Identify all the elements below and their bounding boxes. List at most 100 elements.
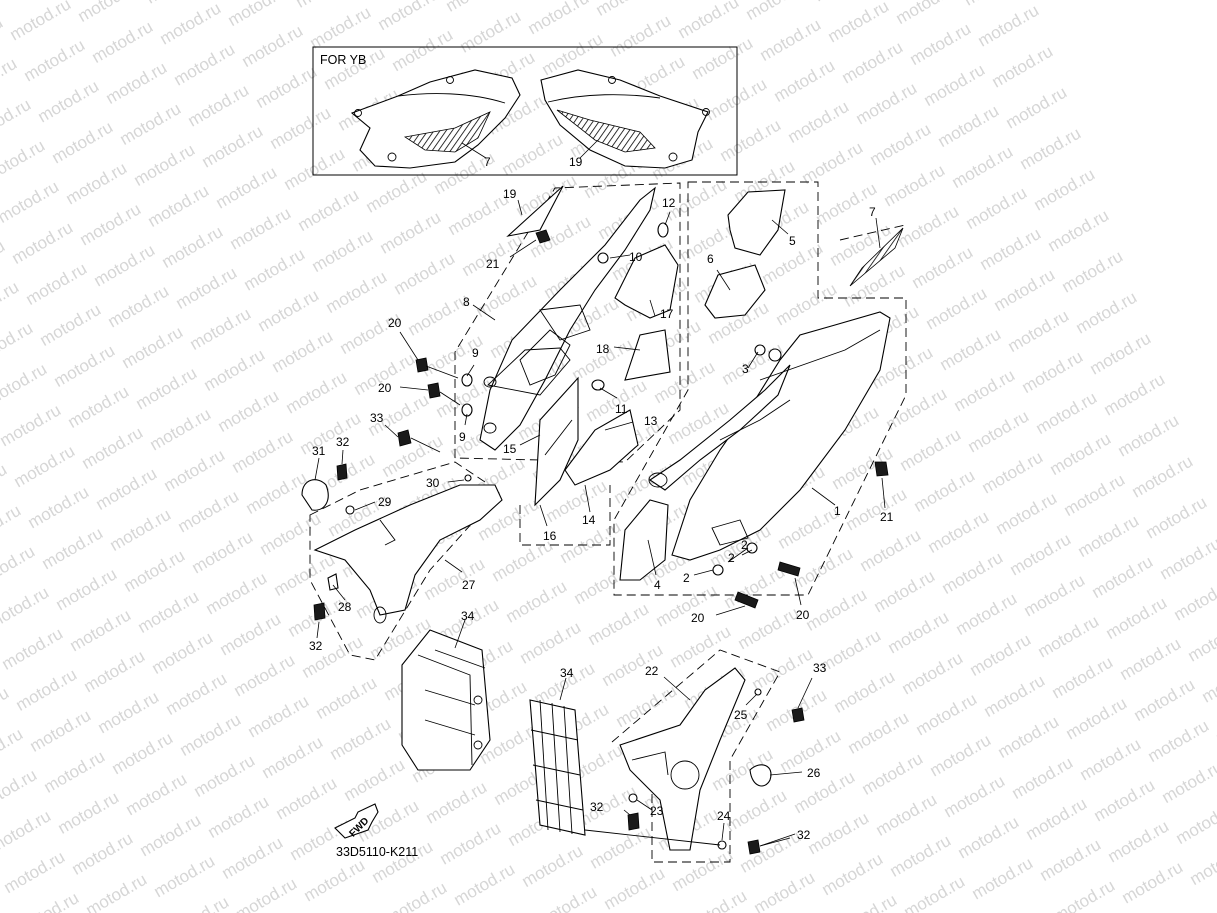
bolt-20b	[427, 382, 441, 399]
watermark-text: motod.ru	[149, 628, 217, 678]
watermark-text: motod.ru	[297, 409, 365, 459]
watermark-text: motod.ru	[161, 445, 229, 495]
watermark-text: motod.ru	[0, 683, 12, 733]
watermark-text: motod.ru	[0, 13, 6, 63]
watermark-text: motod.ru	[323, 267, 391, 317]
watermark-text: motod.ru	[785, 97, 853, 147]
watermark-text: motod.ru	[191, 751, 259, 801]
watermark-text: motod.ru	[443, 0, 511, 16]
watermark-text: motod.ru	[89, 17, 157, 67]
watermark-text: motod.ru	[749, 644, 817, 694]
side-cover-15	[534, 376, 579, 507]
watermark-text: motod.ru	[259, 732, 327, 782]
watermark-text: motod.ru	[0, 318, 36, 368]
watermark-text: motod.ru	[895, 202, 963, 252]
watermark-text: motod.ru	[1051, 876, 1119, 913]
watermark-text: motod.ru	[979, 448, 1047, 498]
watermark-text: motod.ru	[25, 482, 93, 532]
side-cover-13	[564, 409, 639, 486]
callout-21a: 21	[486, 257, 500, 271]
watermark-text: motod.ru	[867, 120, 935, 170]
watermark-text: motod.ru	[321, 44, 389, 94]
watermark-text: motod.ru	[63, 158, 131, 208]
callout-27: 27	[462, 578, 476, 592]
watermark-text: motod.ru	[845, 708, 913, 758]
watermark-text: motod.ru	[283, 368, 351, 418]
watermark-text: motod.ru	[989, 42, 1057, 92]
watermark-text: motod.ru	[23, 259, 91, 309]
watermark-text: motod.ru	[775, 503, 843, 553]
watermark-text: motod.ru	[0, 765, 40, 815]
watermark-text: motod.ru	[0, 136, 48, 186]
watermark-text: motod.ru	[95, 687, 163, 737]
watermark-text: motod.ru	[15, 888, 83, 913]
inset-callout-7: 7	[484, 155, 491, 169]
watermark-text: motod.ru	[803, 585, 871, 635]
watermark-text: motod.ru	[27, 706, 95, 756]
watermark-text: motod.ru	[993, 489, 1061, 539]
watermark-text: motod.ru	[1061, 470, 1129, 520]
watermark-text: motod.ru	[281, 144, 349, 194]
watermark-text: motod.ru	[723, 786, 791, 836]
watermark-text: motod.ru	[937, 325, 1005, 375]
watermark-text: motod.ru	[817, 626, 885, 676]
watermark-text: motod.ru	[1049, 653, 1117, 703]
watermark-text: motod.ru	[217, 609, 285, 659]
watermark-text: motod.ru	[1119, 858, 1187, 908]
callout-2c: 2	[683, 571, 690, 585]
callout-32b: 32	[309, 639, 323, 653]
callout-6: 6	[707, 252, 714, 266]
watermark-text: motod.ru	[309, 226, 377, 276]
watermark-text: motod.ru	[967, 630, 1035, 680]
watermark-text: motod.ru	[773, 279, 841, 329]
emblem-26	[749, 764, 772, 787]
callout-31: 31	[312, 444, 326, 458]
watermark-text: motod.ru	[965, 407, 1033, 457]
watermark-text: motod.ru	[925, 507, 993, 557]
watermark-text: motod.ru	[975, 1, 1043, 51]
watermark-text: motod.ru	[613, 681, 681, 731]
watermark-text: motod.ru	[1091, 776, 1159, 826]
watermark-text: motod.ru	[375, 0, 443, 34]
watermark-text: motod.ru	[489, 536, 557, 586]
watermark-text: motod.ru	[1003, 83, 1071, 133]
callout-15: 15	[503, 442, 517, 456]
watermark-text: motod.ru	[93, 464, 161, 514]
watermark-text: motod.ru	[897, 425, 965, 475]
watermark-text: motod.ru	[205, 792, 273, 842]
watermark-text: motod.ru	[1023, 794, 1091, 844]
callout-21b: 21	[880, 510, 894, 524]
watermark-text: motod.ru	[843, 484, 911, 534]
watermark-text: motod.ru	[1103, 593, 1171, 643]
watermark-text: motod.ru	[859, 749, 927, 799]
watermark-text: motod.ru	[269, 327, 337, 377]
watermark-text: motod.ru	[601, 864, 669, 913]
watermark-text: motod.ru	[717, 115, 785, 165]
watermark-text: motod.ru	[117, 99, 185, 149]
callout-17: 17	[660, 307, 674, 321]
left-bolts	[397, 357, 461, 453]
callout-2b: 2	[741, 538, 748, 552]
watermark-text: motod.ru	[519, 841, 587, 891]
watermark-text: motod.ru	[459, 230, 527, 280]
watermark-text: motod.ru	[1115, 411, 1183, 461]
watermark-text: motod.ru	[41, 747, 109, 797]
watermark-text: motod.ru	[0, 177, 62, 227]
watermark-text: motod.ru	[1213, 698, 1217, 748]
right-side-cover-group	[613, 181, 907, 609]
air-scoop-27	[313, 484, 503, 616]
watermark-text: motod.ru	[0, 724, 26, 774]
watermark-text: motod.ru	[939, 548, 1007, 598]
watermark-text: motod.ru	[377, 208, 445, 258]
watermark-text: motod.ru	[675, 0, 743, 42]
watermark-text: motod.ru	[1017, 124, 1085, 174]
watermark-text: motod.ru	[1173, 798, 1217, 848]
watermark-text: motod.ru	[243, 468, 311, 518]
watermark-text: motod.ru	[909, 243, 977, 293]
watermark-text: motod.ru	[1145, 716, 1213, 766]
watermark-text: motod.ru	[499, 130, 567, 180]
watermark-text: motod.ru	[1157, 534, 1217, 584]
watermark-text: motod.ru	[119, 322, 187, 372]
watermark-text: motod.ru	[799, 138, 867, 188]
